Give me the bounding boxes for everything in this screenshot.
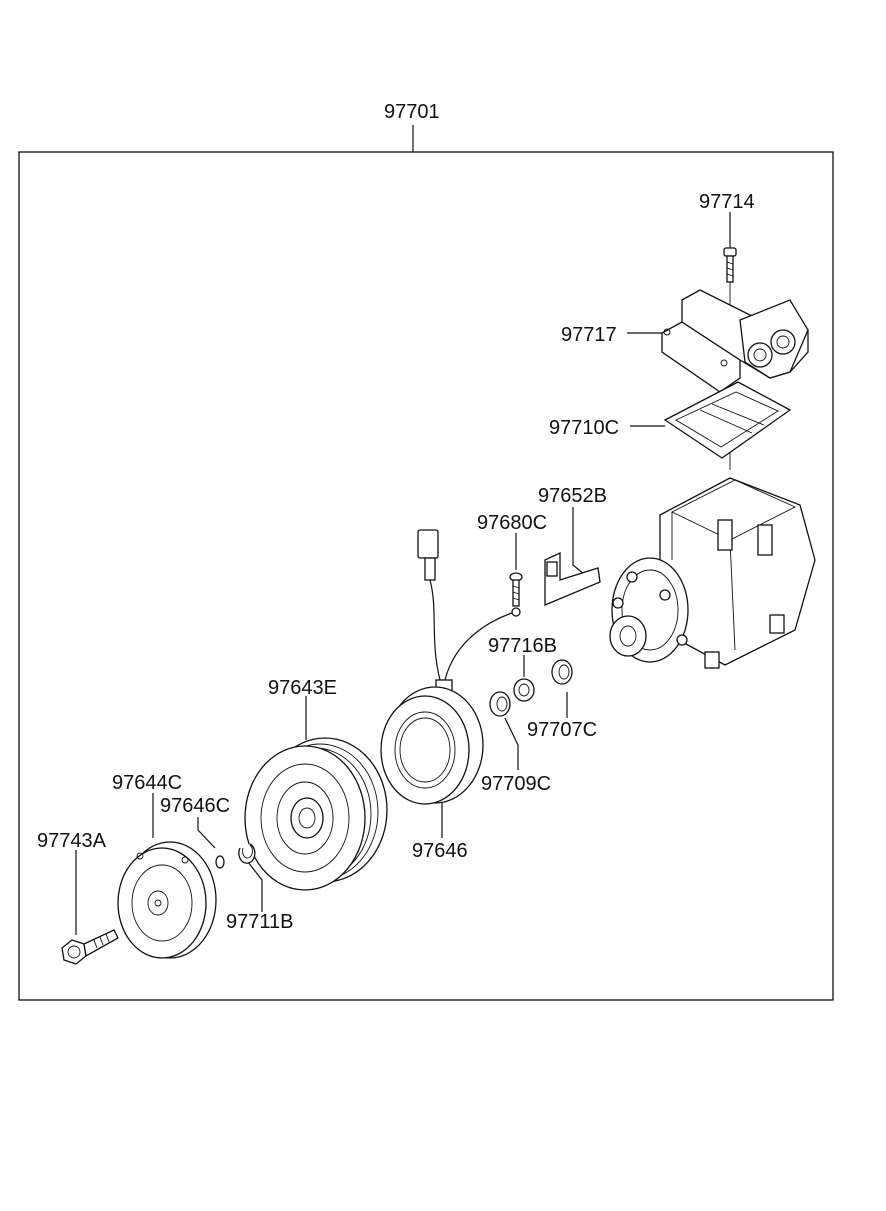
valve-block-97717-icon — [661, 289, 809, 393]
label-97652B[interactable]: 97652B — [538, 485, 607, 507]
label-97743A[interactable]: 97743A — [37, 830, 107, 852]
screw-97680C-icon — [509, 572, 523, 607]
ring-97716B-icon — [513, 678, 535, 702]
gasket-97710C-icon — [663, 381, 792, 459]
snap-ring-97711B-icon — [238, 843, 256, 864]
bracket-97652B-icon — [544, 551, 601, 606]
seal-97707C-icon — [551, 659, 573, 685]
shim-97646C-icon — [215, 855, 225, 869]
label-97714[interactable]: 97714 — [699, 191, 755, 213]
wire-harness-icon — [417, 529, 521, 693]
leader-lines — [75, 212, 731, 935]
pulley-97643E-icon — [244, 737, 388, 891]
label-97643E[interactable]: 97643E — [268, 677, 337, 699]
hex-bolt-97743A-icon — [61, 929, 119, 965]
assembly-frame — [18, 151, 834, 1001]
label-97710C[interactable]: 97710C — [549, 417, 619, 439]
label-97707C[interactable]: 97707C — [527, 719, 597, 741]
part-labels: 97714 97717 97710C 97652B 97680C 97716B … — [37, 191, 755, 933]
shim-97709C-icon — [489, 691, 511, 717]
compressor-body-icon — [609, 477, 816, 669]
label-97646[interactable]: 97646 — [412, 840, 468, 862]
label-97680C[interactable]: 97680C — [477, 512, 547, 534]
label-97646C[interactable]: 97646C — [160, 795, 230, 817]
field-coil-97646-icon — [380, 686, 484, 805]
label-97711B[interactable]: 97711B — [226, 911, 293, 933]
clutch-plate-97644C-icon — [117, 841, 217, 959]
assembly-label[interactable]: 97701 — [384, 101, 440, 123]
label-97717[interactable]: 97717 — [561, 324, 617, 346]
label-97716B[interactable]: 97716B — [488, 635, 557, 657]
label-97709C[interactable]: 97709C — [481, 773, 551, 795]
label-97644C[interactable]: 97644C — [112, 772, 182, 794]
